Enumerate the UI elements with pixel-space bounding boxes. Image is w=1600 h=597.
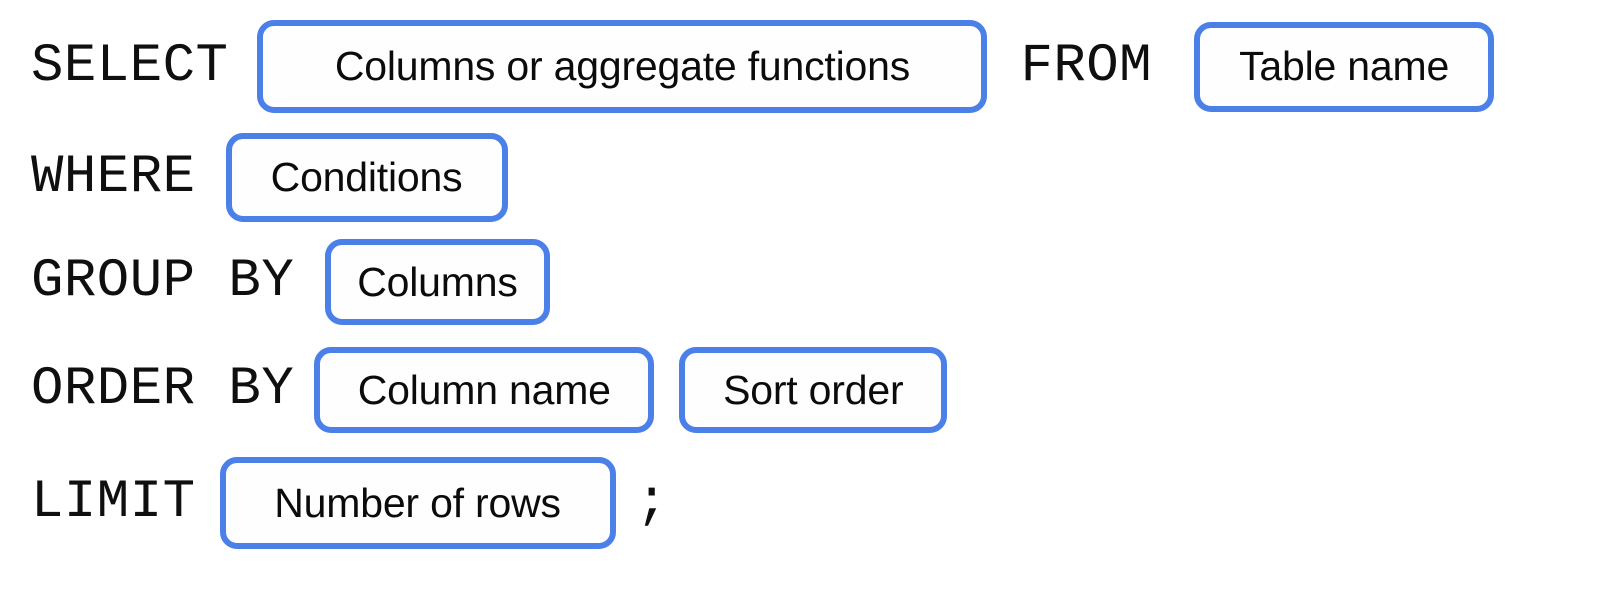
slot-sort-order[interactable]: Sort order	[679, 347, 948, 433]
keyword-from: FROM	[1020, 35, 1153, 97]
keyword-where: WHERE	[31, 146, 196, 208]
keyword-order-by: ORDER BY	[31, 359, 295, 420]
slot-columns[interactable]: Columns	[325, 239, 550, 325]
query-line-select: SELECT Columns or aggregate functions FR…	[0, 13, 1600, 120]
statement-terminator-semicolon: ;	[635, 472, 668, 533]
slot-number-of-rows[interactable]: Number of rows	[219, 457, 616, 549]
query-line-where: WHERE Conditions	[0, 124, 1600, 231]
slot-columns-or-aggregate-functions[interactable]: Columns or aggregate functions	[257, 20, 988, 113]
query-line-limit: LIMIT Number of rows ;	[0, 448, 1600, 558]
slot-column-name[interactable]: Column name	[314, 347, 655, 433]
keyword-select: SELECT	[31, 35, 229, 97]
slot-table-name[interactable]: Table name	[1194, 21, 1495, 112]
keyword-limit: LIMIT	[31, 472, 196, 533]
query-line-order-by: ORDER BY Column name Sort order	[0, 340, 1600, 440]
slot-conditions[interactable]: Conditions	[225, 133, 508, 222]
keyword-group-by: GROUP BY	[31, 251, 295, 312]
query-line-group-by: GROUP BY Columns	[0, 232, 1600, 332]
